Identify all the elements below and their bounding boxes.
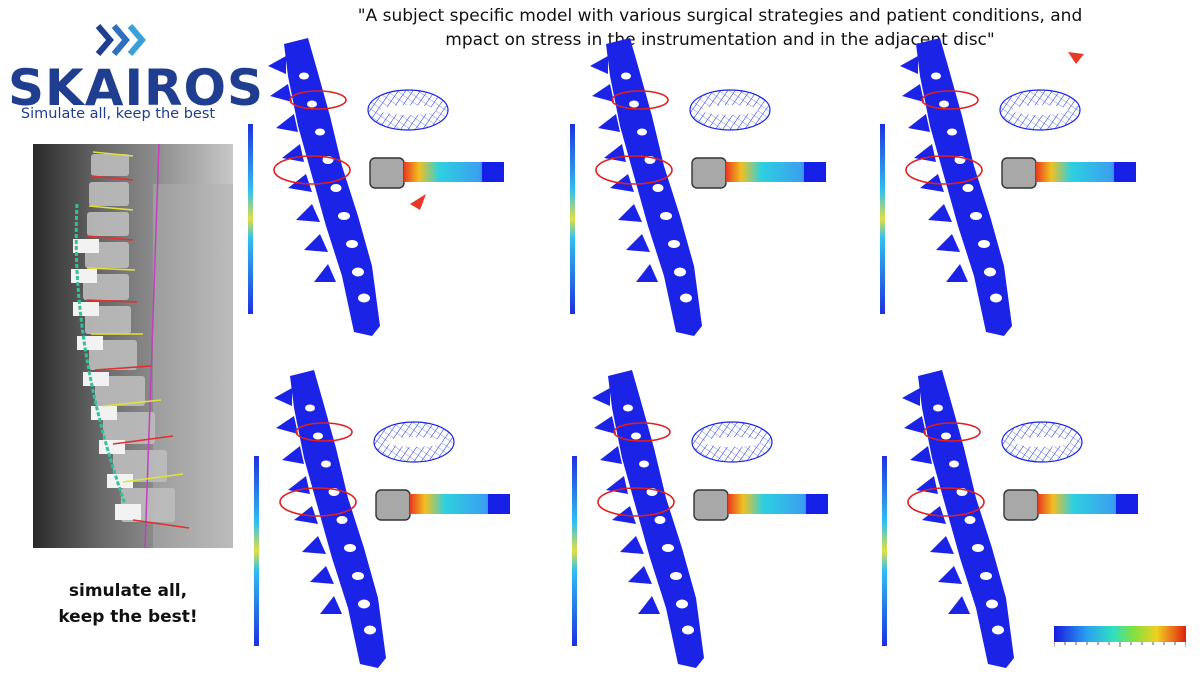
logo-tagline: Simulate all, keep the best (20, 106, 216, 122)
stress-colorbar (1054, 626, 1186, 647)
endplate-lines (86, 151, 190, 529)
plumb-line (144, 144, 160, 548)
title-line-2: mpact on stress in the instrumentation a… (445, 30, 995, 50)
arrow-icon (1068, 52, 1084, 64)
model-panel-6 (881, 369, 1139, 668)
spine-xray-image (33, 144, 233, 548)
title-line-1: "A subject specific model with various s… (357, 6, 1083, 26)
slide-title: "A subject specific model with various s… (250, 4, 1190, 52)
model-panel-4 (253, 369, 511, 668)
logo-wordmark: SKAIROS (8, 59, 265, 117)
model-panel-5 (571, 369, 829, 668)
sidebar-tagline: simulate all, keep the best! (30, 578, 226, 630)
model-panel-1 (247, 37, 505, 336)
tagline-line-1: simulate all, (68, 581, 188, 601)
model-panel-2 (569, 37, 827, 336)
arrow-icon (410, 194, 426, 210)
model-panel-3 (879, 37, 1137, 336)
chevrons-icon (95, 24, 146, 56)
rod-line (74, 203, 127, 505)
tagline-line-2: keep the best! (58, 607, 198, 627)
skairos-logo: SKAIROS Simulate all, keep the best (8, 16, 265, 128)
